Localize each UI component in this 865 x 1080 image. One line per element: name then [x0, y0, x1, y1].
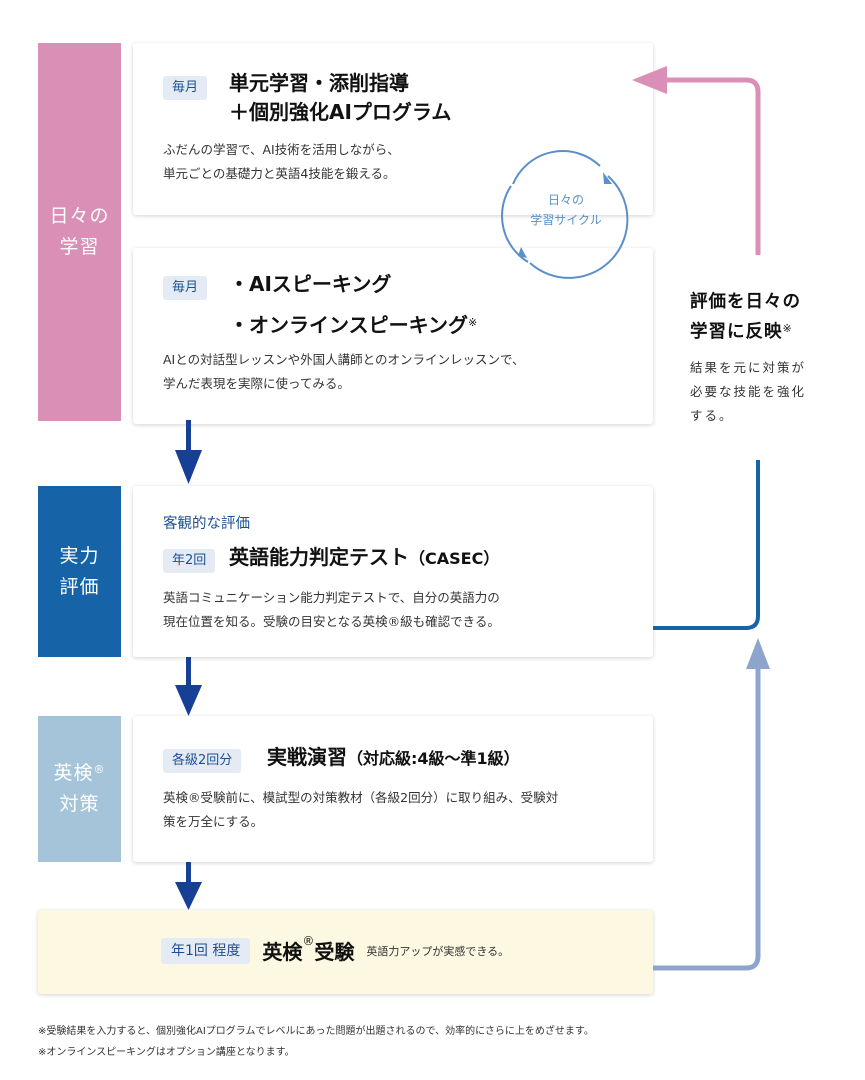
title-text: 受験	[314, 940, 355, 964]
card-title-line2: ・オンラインスピーキング※	[229, 311, 477, 340]
down-arrow	[175, 862, 202, 910]
card-title: 英語能力判定テスト（CASEC）	[229, 543, 499, 573]
title-text: ・オンラインスピーキング	[229, 313, 468, 337]
heading-text: 評価を日々の 学習に反映	[690, 292, 801, 342]
card-title: 単元学習・添削指導 ＋個別強化AIプログラム	[229, 71, 452, 124]
section-label-text: 実力 評価	[59, 544, 100, 598]
card-description: 英語コミュニケーション能力判定テストで、自分の英語力の 現在位置を知る。受験の目…	[163, 590, 500, 629]
card-casec-test: 客観的な評価 年2回 英語能力判定テスト（CASEC） 英語コミュニケーション能…	[133, 486, 653, 657]
section-label-text: 英検® 対策	[53, 758, 105, 820]
section-label-daily-study: 日々の 学習	[38, 43, 121, 421]
card-speaking: 毎月 ・AIスピーキング ・オンラインスピーキング※ AIとの対話型レッスンや外…	[133, 248, 653, 424]
frequency-badge: 年2回	[163, 549, 216, 573]
card-subtitle: 客観的な評価	[163, 516, 250, 532]
title-paren: （対応級:4級〜準1級）	[347, 749, 520, 768]
feedback-line-exam	[653, 668, 761, 971]
title-paren: （CASEC）	[409, 549, 500, 568]
exam-row: 年1回 程度 英検®受験 英語力アップが実感できる。	[161, 934, 510, 965]
feedback-heading: 評価を日々の 学習に反映※	[690, 287, 801, 347]
section-label-text: 日々の 学習	[49, 205, 110, 258]
footnote-mark: ※	[468, 316, 478, 329]
section-label-evaluation: 実力 評価	[38, 486, 121, 657]
card-note: 英語力アップが実感できる。	[366, 944, 510, 958]
card-title-line1: ・AIスピーキング	[229, 272, 392, 296]
label-part: 対策	[59, 793, 100, 815]
frequency-badge: 毎月	[163, 76, 208, 100]
card-title: 実戦演習（対応級:4級〜準1級）	[267, 743, 520, 773]
card-practice-exam: 各級2回分 実戦演習（対応級:4級〜準1級） 英検®受験前に、模試型の対策教材（…	[133, 716, 653, 862]
card-description: 英検®受験前に、模試型の対策教材（各級2回分）に取り組み、受験対 策を万全にする…	[163, 790, 559, 829]
title-text: 英語能力判定テスト	[229, 545, 409, 569]
card-title: 英検®受験	[262, 934, 355, 965]
footnote: ※受験結果を入力すると、個別強化AIプログラムでレベルにあった問題が出題されるの…	[38, 1026, 594, 1037]
frequency-badge: 年1回 程度	[161, 937, 251, 964]
title-text: 実戦演習	[267, 745, 347, 769]
footnote: ※オンラインスピーキングはオプション講座となります。	[38, 1047, 295, 1058]
feedback-description: 結果を元に対策が 必要な技能を強化 する。	[690, 360, 807, 423]
card-unit-study: 毎月 単元学習・添削指導 ＋個別強化AIプログラム ふだんの学習で、AI技術を活…	[133, 43, 653, 215]
feedback-arrow-pink	[665, 77, 761, 255]
registered-mark: ®	[93, 763, 106, 776]
registered-mark: ®	[302, 934, 315, 948]
card-description: AIとの対話型レッスンや外国人講師とのオンラインレッスンで、 学んだ表現を実際に…	[163, 352, 525, 391]
frequency-badge: 各級2回分	[163, 749, 242, 773]
footnote-mark: ※	[782, 322, 793, 335]
study-cycle-label: 日々の 学習サイクル	[530, 193, 602, 227]
section-label-eiken-prep: 英検® 対策	[38, 716, 121, 862]
down-arrow	[175, 657, 202, 716]
card-eiken-exam: 年1回 程度 英検®受験 英語力アップが実感できる。	[38, 910, 653, 994]
card-description: ふだんの学習で、AI技術を活用しながら、 単元ごとの基礎力と英語4技能を鍛える。	[163, 142, 400, 181]
feedback-line-evaluation	[653, 460, 760, 630]
feedback-arrowhead-exam	[746, 638, 770, 669]
down-arrow	[175, 420, 202, 484]
frequency-badge: 毎月	[163, 276, 208, 300]
title-text: 英検	[262, 940, 303, 964]
label-part: 英検	[53, 762, 94, 784]
